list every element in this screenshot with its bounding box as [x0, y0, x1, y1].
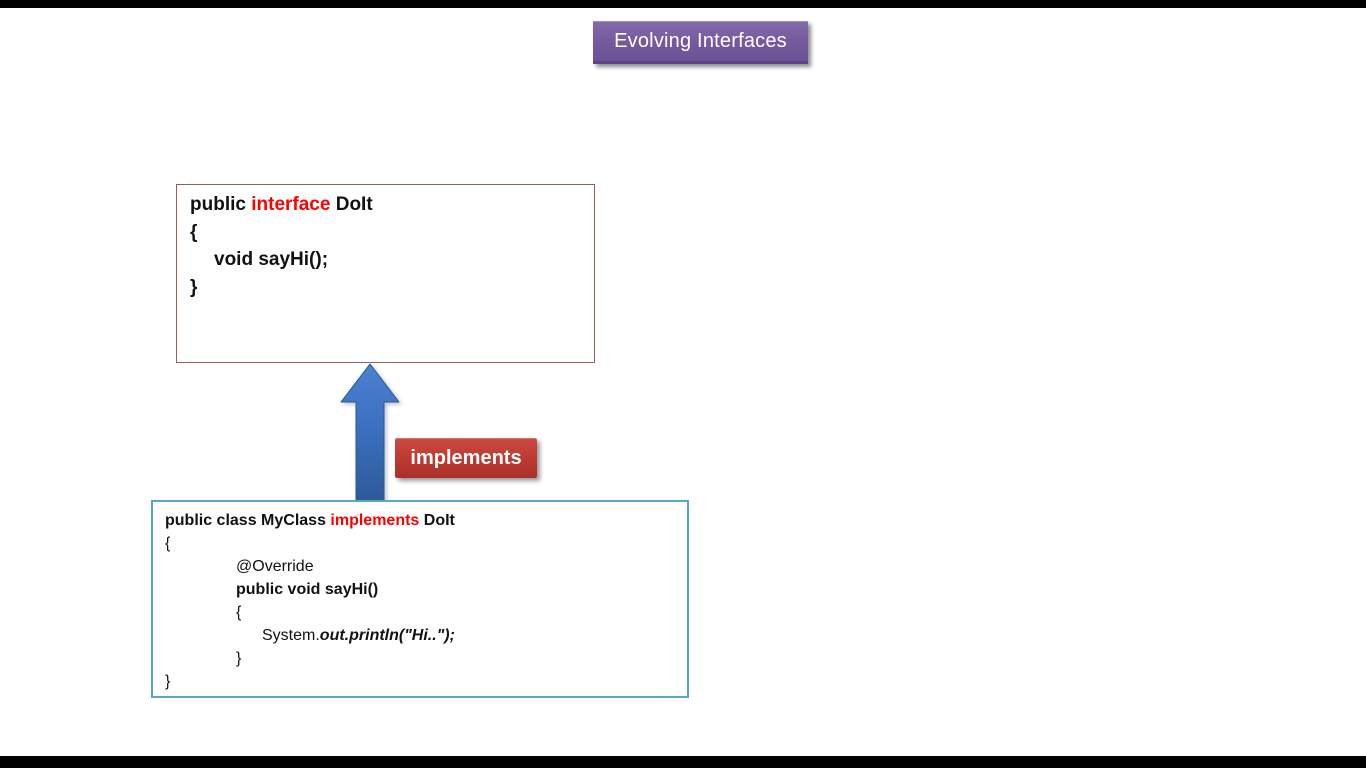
up-arrow-icon — [340, 363, 400, 501]
code-text: DoIt — [330, 194, 373, 215]
code-text: public void sayHi() — [236, 581, 379, 598]
slide-title-text: Evolving Interfaces — [614, 29, 787, 52]
code-line: public interface DoIt — [190, 191, 590, 219]
code-line: @Override — [165, 555, 683, 578]
code-line: public void sayHi() — [165, 578, 683, 601]
code-line: void sayHi(); — [190, 246, 590, 274]
code-text: } — [190, 276, 198, 298]
code-text: } — [165, 673, 171, 690]
slide-canvas: Evolving Interfaces public interface DoI… — [0, 8, 1366, 756]
keyword-implements: implements — [330, 512, 420, 529]
code-text: out.println("Hi.."); — [319, 627, 455, 644]
code-text: public class MyClass — [165, 512, 331, 529]
annotation-override: @Override — [236, 558, 314, 575]
code-text: System. — [262, 627, 320, 644]
code-line: { — [165, 532, 683, 555]
code-line: } — [165, 670, 683, 693]
slide-title: Evolving Interfaces — [593, 21, 808, 64]
class-code: public class MyClass implements DoIt { @… — [165, 509, 683, 693]
class-code-box: public class MyClass implements DoIt { @… — [151, 500, 689, 698]
code-line: System.out.println("Hi.."); — [165, 624, 683, 647]
interface-code: public interface DoIt { void sayHi(); } — [190, 191, 590, 301]
code-text: { — [236, 604, 242, 621]
interface-code-box: public interface DoIt { void sayHi(); } — [176, 184, 595, 363]
keyword-interface: interface — [251, 194, 331, 215]
code-text: DoIt — [419, 512, 455, 529]
code-line: } — [190, 274, 590, 302]
code-line: public class MyClass implements DoIt — [165, 509, 683, 532]
code-text: { — [165, 535, 171, 552]
code-text: void sayHi(); — [214, 249, 329, 270]
code-line: { — [190, 219, 590, 247]
implements-label-text: implements — [410, 446, 522, 469]
code-line: { — [165, 601, 683, 624]
implements-label: implements — [395, 438, 537, 478]
code-line: } — [165, 647, 683, 670]
code-text: public — [190, 194, 252, 215]
code-text: { — [190, 221, 198, 243]
code-text: } — [236, 650, 242, 667]
